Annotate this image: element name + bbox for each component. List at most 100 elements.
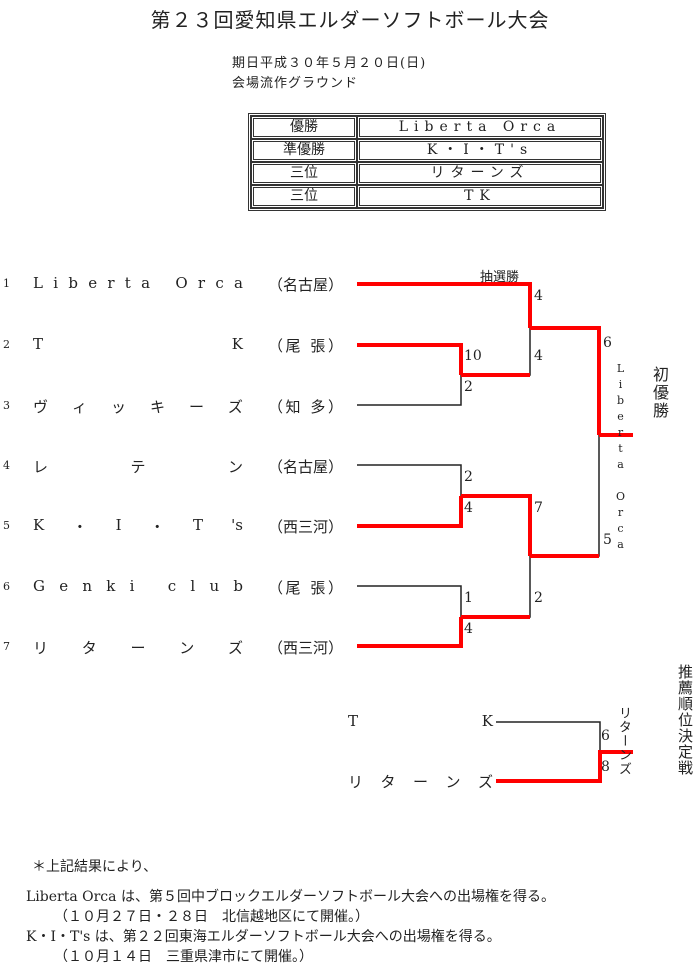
playoff-title: 推薦順位決定戦 — [676, 664, 694, 776]
team-name-char: ・ — [149, 518, 165, 536]
team-name-char: ッ — [110, 398, 126, 416]
team-name-char: テ — [130, 458, 146, 476]
playoff-team-char: タ — [380, 773, 396, 791]
playoff-team-char: K — [481, 712, 493, 730]
team-name-char: c — [215, 274, 224, 292]
team-seed: 7 — [3, 640, 10, 653]
results-team: Liberta Orca — [357, 116, 603, 139]
team-name-char: ン — [227, 458, 243, 476]
team-region-char: ） — [327, 579, 343, 597]
team-name-char: a — [141, 274, 151, 292]
team-name-char: e — [59, 577, 69, 595]
team-region-char: 多 — [310, 398, 326, 416]
team-seed: 6 — [3, 580, 10, 593]
lottery-win-label: 抽選勝 — [480, 270, 520, 285]
playoff-team-char: ー — [412, 773, 428, 791]
team-region-char: ） — [327, 337, 343, 355]
line-playoff-returns — [496, 750, 633, 783]
team-region: （知 多） — [268, 396, 343, 417]
results-table: 優勝 Liberta Orca 準優勝 K・I・T's 三位 リターンズ 三位 … — [248, 113, 606, 211]
team-region-char: 張 — [310, 337, 326, 355]
team-name-char: r — [197, 274, 206, 292]
team-name-char: l — [190, 577, 196, 595]
line-team-2 — [357, 343, 463, 375]
team-region-char: 三 — [298, 639, 314, 657]
team-name-char: c — [167, 577, 177, 595]
team-region-char: 古 — [298, 458, 314, 476]
page-title: 第２３回愛知県エルダーソフトボール大会 — [150, 8, 550, 32]
line-r1-winner-c — [461, 556, 531, 618]
team-seed: 3 — [3, 399, 10, 412]
team-name-char: i — [129, 577, 135, 595]
playoff-team-char: ン — [445, 773, 461, 791]
team-name-char: u — [209, 577, 220, 595]
team-name-char: K — [33, 516, 45, 534]
team-region-char: （ — [268, 276, 284, 294]
event-venue: 会場流作グラウンド — [232, 76, 359, 91]
results-team: TK — [357, 185, 603, 208]
team-region-char: 名 — [283, 458, 299, 476]
team-name-char: L — [33, 274, 43, 292]
team-name-char: i — [53, 274, 59, 292]
team-name-char: タ — [81, 639, 97, 657]
team-name: レテン — [33, 456, 243, 477]
results-place: 三位 — [251, 185, 357, 208]
team-name-char: O — [175, 274, 188, 292]
team-region-char: 屋 — [313, 458, 329, 476]
team-name-char: レ — [33, 458, 49, 476]
team-name-char: T — [192, 516, 203, 534]
line-playoff-tk — [496, 721, 601, 752]
score-sf-kits: 7 — [534, 500, 543, 516]
results-place: 準優勝 — [251, 139, 357, 162]
score-sf-liberta: 4 — [534, 288, 543, 304]
results-place: 優勝 — [251, 116, 357, 139]
team-region: （尾 張） — [268, 577, 343, 598]
line-team-7 — [357, 617, 463, 648]
results-row: 三位 リターンズ — [251, 162, 603, 185]
score-r1-returns: 4 — [464, 621, 473, 637]
team-name: ヴィッキーズ — [33, 396, 243, 417]
results-team: K・I・T's — [357, 139, 603, 162]
team-name-char: T — [33, 335, 44, 353]
team-region-char: ） — [328, 276, 344, 294]
team-region-char: 河 — [313, 518, 329, 536]
team-region-char: ） — [328, 458, 344, 476]
score-r1-tk: 10 — [464, 348, 482, 364]
team-region: （名古屋） — [268, 274, 343, 295]
playoff-score-returns: 8 — [601, 759, 610, 775]
results-team: リターンズ — [357, 162, 603, 185]
line-team-1 — [357, 282, 532, 328]
team-seed: 5 — [3, 519, 10, 532]
team-region-char: ） — [327, 398, 343, 416]
team-name-char: b — [68, 274, 78, 292]
team-name-char: r — [107, 274, 115, 292]
team-name: K・I・T's — [33, 516, 243, 537]
team-name: リターンズ — [33, 637, 243, 658]
score-sf-tk: 4 — [534, 348, 543, 364]
note-intro: ＊上記結果により、 — [32, 859, 158, 875]
team-region: （西三河） — [268, 637, 343, 658]
champion-name: Liberta Orca — [614, 362, 627, 554]
line-team-3 — [357, 375, 462, 406]
score-sf-returns: 2 — [534, 590, 543, 606]
team-region: （尾 張） — [268, 335, 343, 356]
team-name-char: I — [115, 516, 122, 534]
team-region: （名古屋） — [268, 456, 343, 477]
team-region-char: 張 — [310, 579, 326, 597]
team-seed: 4 — [3, 459, 10, 472]
team-region-char: 西 — [283, 518, 299, 536]
team-name-char: e — [88, 274, 98, 292]
team-name-char: リ — [33, 639, 49, 657]
line-sf-winner-bottom — [530, 435, 600, 557]
line-sf-winner-top — [530, 326, 601, 435]
results-row: 三位 TK — [251, 185, 603, 208]
note-line-4: （１０月１４日 三重県津市にて開催。） — [54, 949, 313, 965]
team-region-char: 西 — [283, 639, 299, 657]
score-r1-genki: 1 — [464, 590, 473, 606]
team-name-char: ー — [130, 639, 146, 657]
team-region-char: （ — [268, 398, 284, 416]
team-name-char: G — [33, 577, 45, 595]
playoff-team-returns: リターンズ — [348, 771, 493, 792]
